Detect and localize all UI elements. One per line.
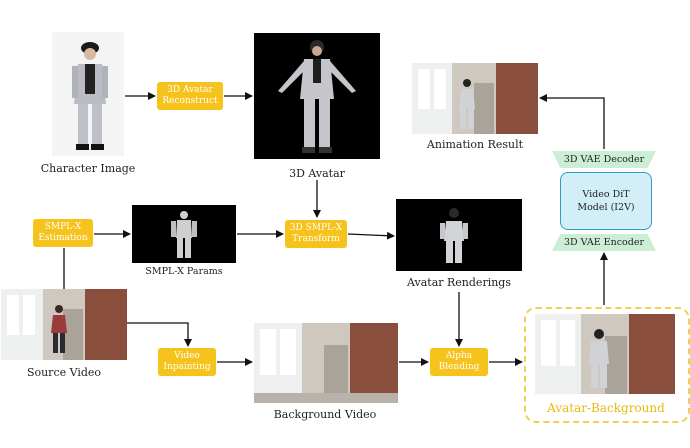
avatar-renderings-image — [396, 199, 522, 271]
animation-result-image — [412, 63, 538, 134]
alpha-blending-op: Alpha Blending — [430, 348, 488, 376]
character-image — [52, 32, 124, 156]
avatar-reconstruct-op: 3D Avatar Reconstruct — [157, 82, 223, 110]
smplx-params-image — [132, 205, 236, 263]
dit-line2: Model (I2V) — [577, 202, 635, 213]
background-video-image — [254, 323, 398, 403]
avatar-background-image — [535, 314, 675, 394]
smplx-transform-op: 3D SMPL-X Transform — [285, 220, 347, 248]
dit-line1: Video DiT — [582, 189, 630, 200]
animation-result-label: Animation Result — [426, 138, 524, 151]
arrow-decoder-to-result — [539, 94, 605, 149]
avatar-3d-image — [254, 33, 380, 159]
avatar-background-label: Avatar-Background — [547, 401, 665, 415]
source-video-label: Source Video — [26, 366, 102, 379]
character-image-label: Character Image — [40, 162, 136, 175]
vae-decoder-block: 3D VAE Decoder — [552, 151, 656, 168]
arrow-transform-to-renderings — [347, 231, 395, 240]
vae-encoder-block: 3D VAE Encoder — [552, 234, 656, 251]
smplx-params-label: SMPL-X Params — [145, 266, 223, 277]
avatar-background-box — [524, 307, 690, 423]
smplx-estimation-op: SMPL-X Estimation — [33, 219, 93, 247]
video-dit-model-block: Video DiT Model (I2V) — [560, 172, 652, 230]
arrow-source-to-inpainting — [127, 322, 192, 347]
avatar-renderings-label: Avatar Renderings — [407, 276, 511, 289]
video-inpainting-op: Video Inpainting — [158, 348, 216, 376]
source-video-image — [1, 289, 127, 360]
avatar-3d-label: 3D Avatar — [289, 167, 345, 180]
background-video-label: Background Video — [273, 408, 377, 421]
